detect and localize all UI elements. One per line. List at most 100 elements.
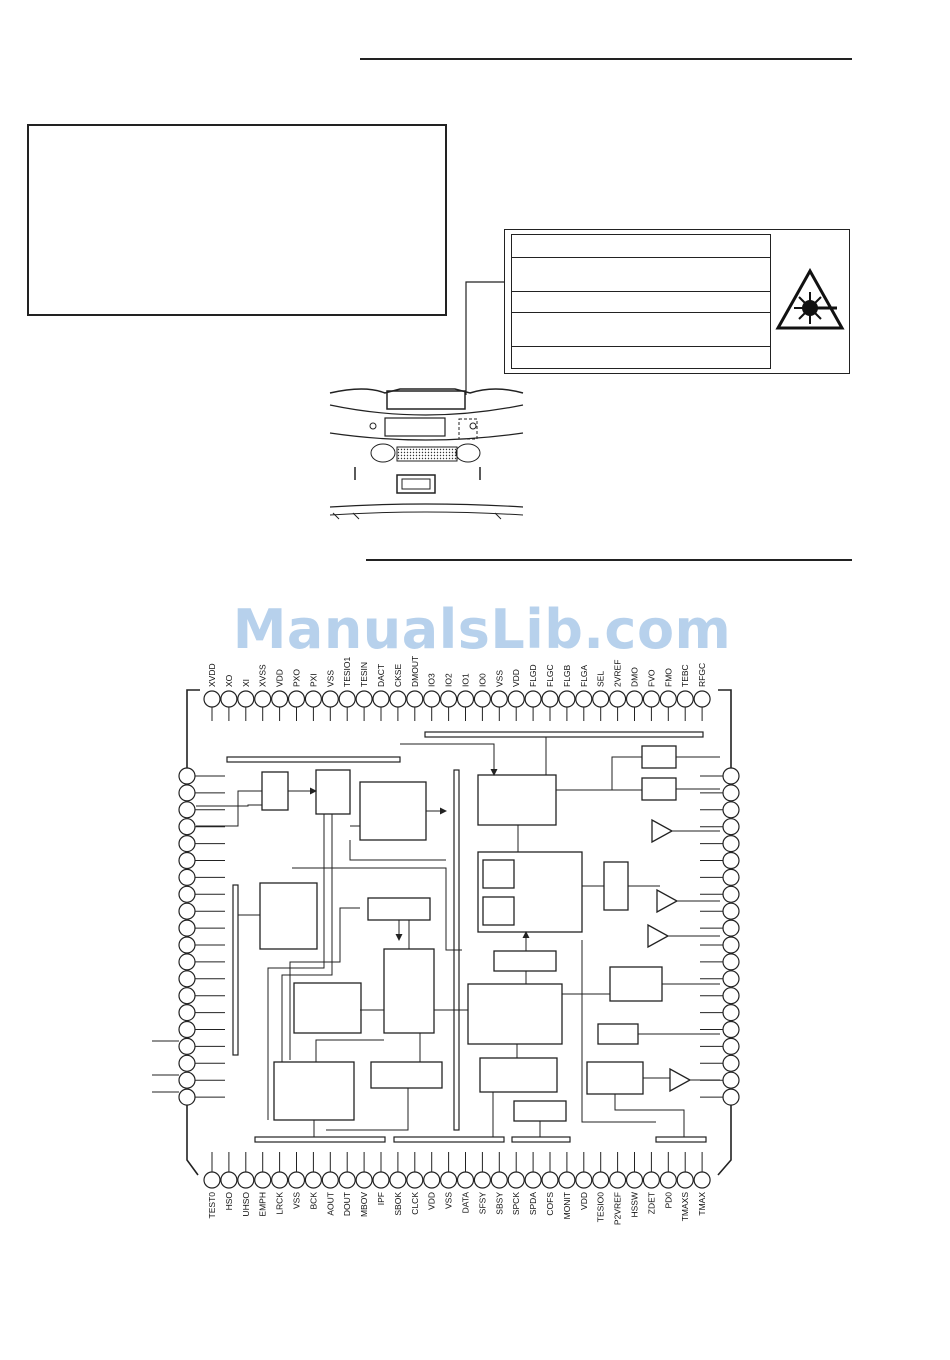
laser-label-panel xyxy=(504,229,850,374)
bottom-pin-label: BCK xyxy=(308,1192,318,1210)
top-pin-30 xyxy=(693,690,711,708)
internal-blocks xyxy=(259,745,677,1122)
top-pin-17 xyxy=(473,690,491,708)
top-pin-label: FLGB xyxy=(562,664,572,687)
bottom-pin-7 xyxy=(304,1171,322,1189)
bottom-pin-10 xyxy=(355,1171,373,1189)
top-pin-label: FMO xyxy=(663,668,673,687)
top-pin-29 xyxy=(676,690,694,708)
top-pin-13 xyxy=(406,690,424,708)
left-pin-14 xyxy=(178,987,196,1005)
left-pin-3 xyxy=(178,801,196,819)
unit-drawing xyxy=(329,388,524,520)
bottom-pin-14 xyxy=(423,1171,441,1189)
bottom-pin-16 xyxy=(456,1171,475,1189)
signal-lines xyxy=(196,737,720,1137)
right-pin-19 xyxy=(722,1071,740,1089)
bottom-pin-label: UHSO xyxy=(241,1192,251,1217)
bottom-pin-8 xyxy=(321,1171,339,1189)
right-pin-17 xyxy=(722,1037,740,1056)
top-pin-label: CKSE xyxy=(393,664,403,687)
top-pin-label: XO xyxy=(224,674,234,687)
top-pin-10 xyxy=(355,690,373,708)
watermark: ManualsLib.com xyxy=(232,598,732,661)
top-pin-8 xyxy=(321,690,339,708)
top-pin-19 xyxy=(507,690,525,708)
bottom-pin-9 xyxy=(338,1171,356,1189)
bottom-pin-label: SBSY xyxy=(494,1192,504,1215)
bottom-pin-label: TMAX xyxy=(697,1192,707,1216)
bottom-pin-3 xyxy=(237,1171,255,1189)
bottom-pin-label: TESIO0 xyxy=(596,1192,606,1223)
bottom-pin-label: LRCK xyxy=(275,1192,285,1215)
left-pin-19 xyxy=(178,1071,196,1089)
bottom-pin-label: ZDET xyxy=(646,1192,656,1214)
bottom-pin-30 xyxy=(693,1171,711,1189)
top-pin-label: PXO xyxy=(292,669,302,687)
top-pin-15 xyxy=(440,690,458,708)
bottom-pin-label: COFS xyxy=(545,1192,555,1216)
bottom-pin-24 xyxy=(592,1171,610,1189)
left-pin-4 xyxy=(178,818,196,836)
top-pin-label: 2VREF xyxy=(613,660,623,687)
top-pin-label: VDD xyxy=(511,669,521,687)
label-leader-line xyxy=(465,281,504,395)
top-pin-27 xyxy=(642,690,661,708)
right-pin-1 xyxy=(722,767,740,785)
top-pin-12 xyxy=(389,690,407,708)
left-pin-11 xyxy=(178,936,196,954)
section-rule xyxy=(366,559,852,561)
bottom-pin-label: TEST0 xyxy=(207,1192,217,1219)
left-pin-9 xyxy=(178,902,196,920)
top-pin-label: IO0 xyxy=(477,673,487,687)
top-pin-24 xyxy=(592,690,610,708)
top-pin-4 xyxy=(254,690,272,708)
label-row xyxy=(511,312,771,347)
left-pin-1 xyxy=(178,767,196,785)
top-pin-label: FLGD xyxy=(528,664,538,687)
laser-radiation-hazard-icon xyxy=(775,268,845,330)
bottom-pin-label: MBOV xyxy=(359,1192,369,1217)
top-pin-label: TEBC xyxy=(680,664,690,687)
bottom-pin-2 xyxy=(220,1171,238,1189)
bottom-pin-label: SFSY xyxy=(477,1192,487,1215)
bottom-pin-4 xyxy=(254,1171,272,1189)
right-pin-4 xyxy=(722,818,740,836)
top-pin-6 xyxy=(287,690,306,708)
bottom-pin-29 xyxy=(676,1171,694,1189)
left-pin-17 xyxy=(178,1037,196,1056)
left-pin-16 xyxy=(178,1020,196,1039)
bottom-pin-22 xyxy=(558,1171,576,1189)
bottom-pin-label: AOUT xyxy=(325,1192,335,1216)
right-pin-3 xyxy=(722,801,740,819)
top-pin-20 xyxy=(524,690,542,708)
bottom-pin-12 xyxy=(389,1171,407,1189)
top-pin-label: DMOUT xyxy=(410,656,420,687)
top-pin-label: IO3 xyxy=(427,673,437,687)
top-pin-18 xyxy=(490,690,508,708)
top-pin-label: FVO xyxy=(646,669,656,687)
bottom-pin-label: SPDA xyxy=(528,1192,538,1215)
top-pin-9 xyxy=(338,690,356,708)
top-pin-label: TESIO1 xyxy=(342,656,352,687)
top-pin-7 xyxy=(304,690,322,708)
right-pin-20 xyxy=(722,1088,740,1106)
left-pin-8 xyxy=(178,885,196,903)
top-pin-label: XVSS xyxy=(258,664,268,687)
right-pin-18 xyxy=(722,1054,740,1072)
bottom-pin-11 xyxy=(372,1171,390,1189)
top-pin-28 xyxy=(659,690,677,708)
bottom-pin-label: IPF xyxy=(376,1192,386,1205)
bottom-pin-label: DATA xyxy=(461,1192,471,1214)
bottom-pin-label: TMAXS xyxy=(680,1192,690,1222)
internal-amplifiers xyxy=(647,818,692,1093)
top-pin-label: VSS xyxy=(325,670,335,687)
right-pin-8 xyxy=(722,885,740,903)
caution-box xyxy=(27,124,447,316)
top-pin-label: IO1 xyxy=(461,673,471,687)
bottom-pin-label: CLCK xyxy=(410,1192,420,1215)
bottom-pin-label: P2VREF xyxy=(613,1192,623,1225)
top-pin-label: XVDD xyxy=(207,663,217,687)
right-pin-12 xyxy=(722,953,740,971)
